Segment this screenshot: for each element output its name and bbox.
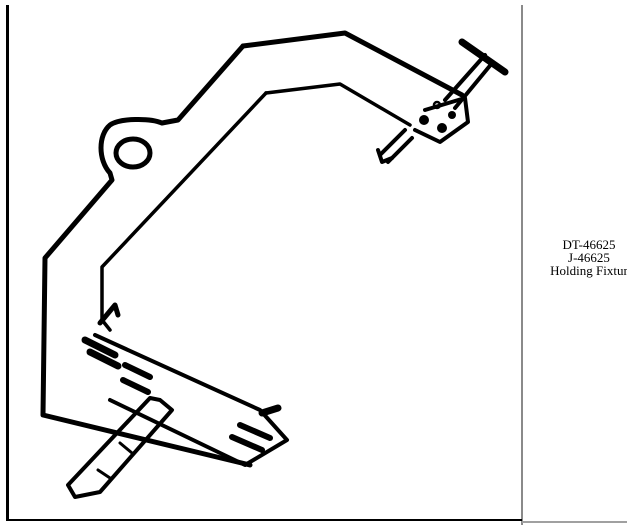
- tool-description: Holding Fixtur: [550, 262, 627, 278]
- tool-label-cell: DT-46625 J-46625 Holding Fixtur: [523, 5, 627, 519]
- table-bottom-border-right: [522, 521, 627, 523]
- part-number-dt: DT-46625: [562, 236, 616, 252]
- part-number-j: J-46625: [568, 249, 610, 265]
- table-column-divider: [521, 5, 523, 525]
- table-left-border: [6, 5, 9, 520]
- holding-fixture-illustration: [9, 5, 521, 519]
- table-bottom-border: [6, 519, 522, 521]
- tool-label: DT-46625 J-46625 Holding Fixtur: [550, 238, 627, 277]
